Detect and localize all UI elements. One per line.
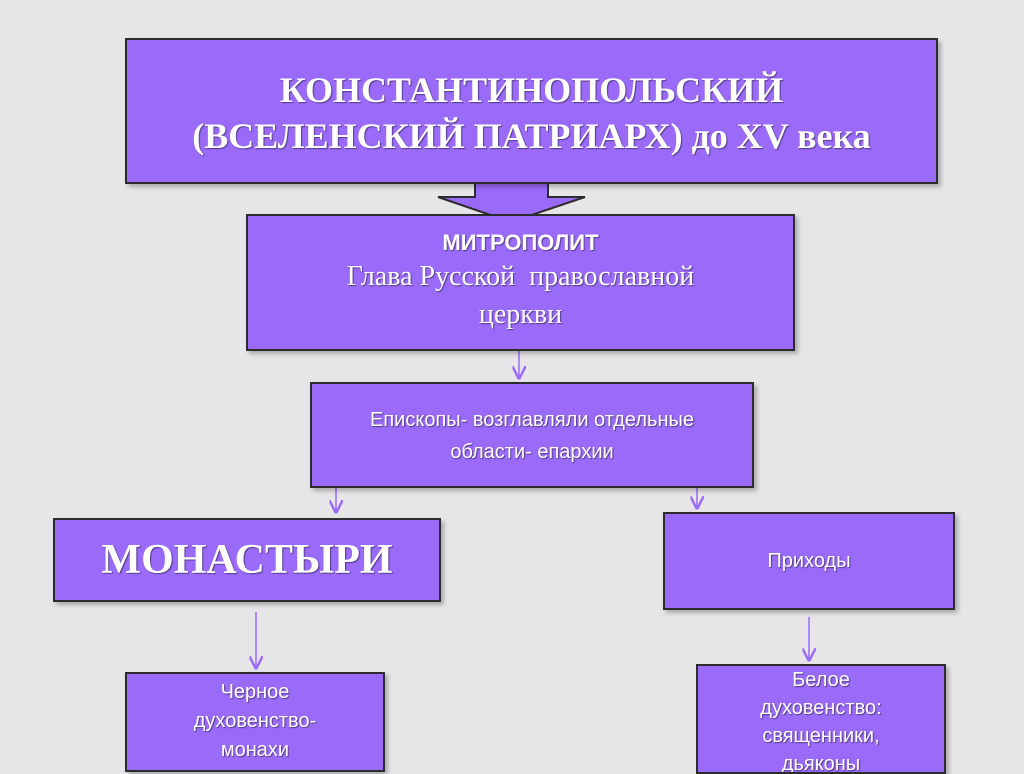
node-black-clergy: Черное духовенство- монахи xyxy=(125,672,385,772)
metropolitan-title: МИТРОПОЛИТ xyxy=(442,230,599,255)
white-clergy-line2: духовенство: xyxy=(760,697,882,719)
white-clergy-line4: дьяконы xyxy=(781,753,861,774)
metropolitan-line2: церкви xyxy=(478,299,563,330)
node-parishes: Приходы xyxy=(663,512,955,610)
node-white-clergy: Белое духовенство: священники, дьяконы xyxy=(696,664,946,774)
node-patriarch: КОНСТАНТИНОПОЛЬСКИЙ (ВСЕЛЕНСКИЙ ПАТРИАРХ… xyxy=(125,38,938,184)
node-monasteries: МОНАСТЫРИ xyxy=(53,518,441,602)
node-bishops: Епископы- возглавляли отдельные области-… xyxy=(310,382,754,488)
black-clergy-line2: духовенство- xyxy=(193,710,317,732)
black-clergy-line3: монахи xyxy=(220,739,290,761)
monasteries-label: МОНАСТЫРИ xyxy=(101,537,393,583)
bishops-line2: области- епархии xyxy=(450,441,614,463)
patriarch-line1: КОНСТАНТИНОПОЛЬСКИЙ xyxy=(279,69,784,110)
white-clergy-line3: священники, xyxy=(762,725,880,747)
metropolitan-line1: Глава Русской православной xyxy=(346,261,695,292)
patriarch-line2: (ВСЕЛЕНСКИЙ ПАТРИАРХ) до XV века xyxy=(192,116,871,156)
black-clergy-line1: Черное xyxy=(220,681,290,703)
parishes-label: Приходы xyxy=(767,549,851,572)
node-metropolitan: МИТРОПОЛИТ Глава Русской православной це… xyxy=(246,214,795,351)
bishops-line1: Епископы- возглавляли отдельные xyxy=(370,409,694,431)
white-clergy-line1: Белое xyxy=(792,669,850,691)
